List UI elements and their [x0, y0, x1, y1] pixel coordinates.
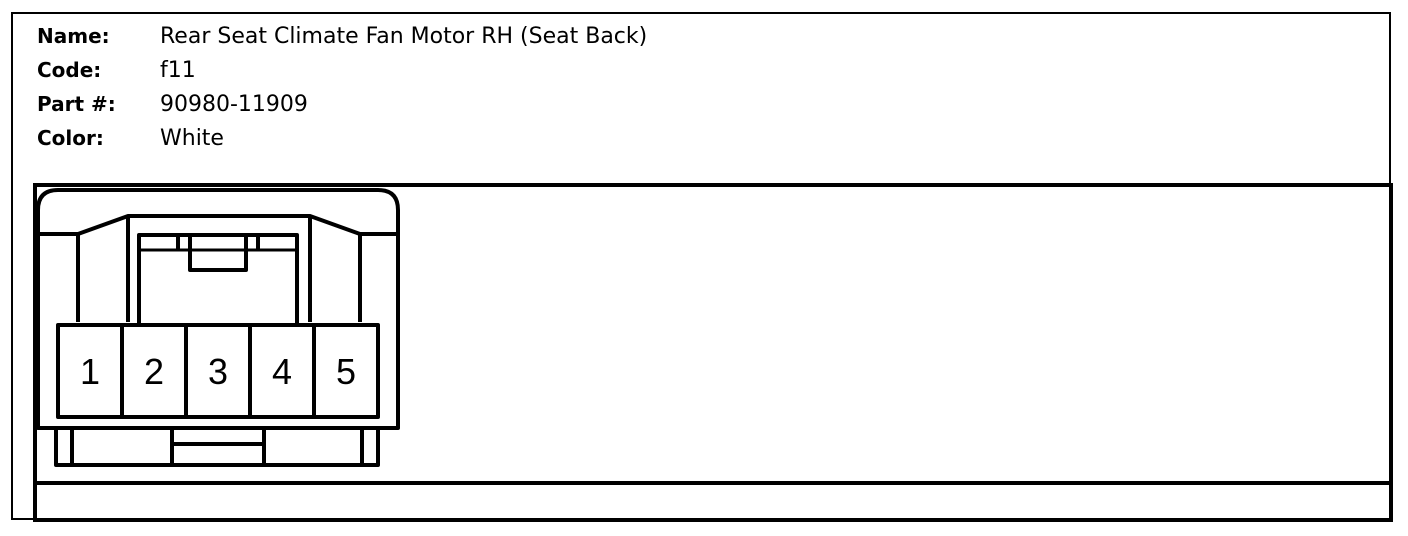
connector-card: Name: Rear Seat Climate Fan Motor RH (Se… [11, 12, 1393, 522]
connector-info: Name: Rear Seat Climate Fan Motor RH (Se… [13, 14, 1389, 184]
housing-top-ridge [40, 214, 396, 236]
name-row: Name: Rear Seat Climate Fan Motor RH (Se… [37, 19, 647, 53]
pin-1-label: 1 [80, 351, 100, 392]
part-value: 90980-11909 [160, 91, 308, 117]
code-row: Code: f11 [37, 53, 196, 87]
code-value: f11 [160, 57, 196, 83]
bottom-strip [33, 485, 1393, 522]
pin-3-label: 3 [208, 351, 228, 392]
latch-tab [188, 236, 248, 272]
pin-2-label: 2 [144, 351, 164, 392]
color-row: Color: White [37, 121, 224, 155]
code-label: Code: [37, 58, 102, 82]
color-value: White [160, 125, 224, 151]
part-label: Part #: [37, 92, 116, 116]
connector-bottom-lock [54, 428, 380, 467]
color-label: Color: [37, 126, 104, 150]
name-value: Rear Seat Climate Fan Motor RH (Seat Bac… [160, 23, 648, 49]
pin-block [56, 323, 380, 419]
connector-housing [36, 188, 400, 430]
name-label: Name: [37, 24, 110, 48]
connector-drawing-panel [33, 183, 1393, 485]
pin-5-label: 5 [336, 351, 356, 392]
part-row: Part #: 90980-11909 [37, 87, 308, 121]
pin-4-label: 4 [272, 351, 292, 392]
